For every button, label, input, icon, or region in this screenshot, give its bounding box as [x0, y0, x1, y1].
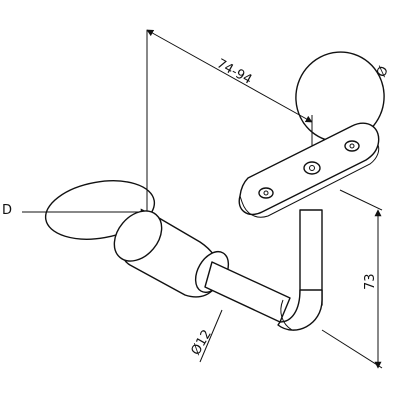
plate-hole-left-inner: [263, 190, 269, 196]
label-left-d: D: [2, 203, 12, 218]
mounting-plate-edge: [239, 144, 380, 218]
label-diameter-bar: Ø12: [188, 327, 214, 358]
plate-hole-left: [258, 187, 274, 199]
elbow-inner: [280, 299, 293, 331]
height-ext-bottom: [321, 329, 383, 369]
horizontal-bar: [204, 261, 291, 323]
plate-hole-center-inner: [309, 165, 315, 171]
height-ext-top: [339, 189, 383, 211]
wall-plate-face: [113, 210, 163, 262]
plate-hole-right-inner: [349, 143, 355, 149]
dimension-line-74-94: [146, 29, 313, 123]
plate-hole-center: [303, 161, 321, 175]
plate-hole-right: [344, 140, 360, 152]
label-height: 73: [363, 273, 378, 290]
elbow-bend: [277, 289, 323, 331]
diameter-bar-leader: [199, 309, 223, 363]
label-width-range: 74-94: [214, 56, 254, 87]
